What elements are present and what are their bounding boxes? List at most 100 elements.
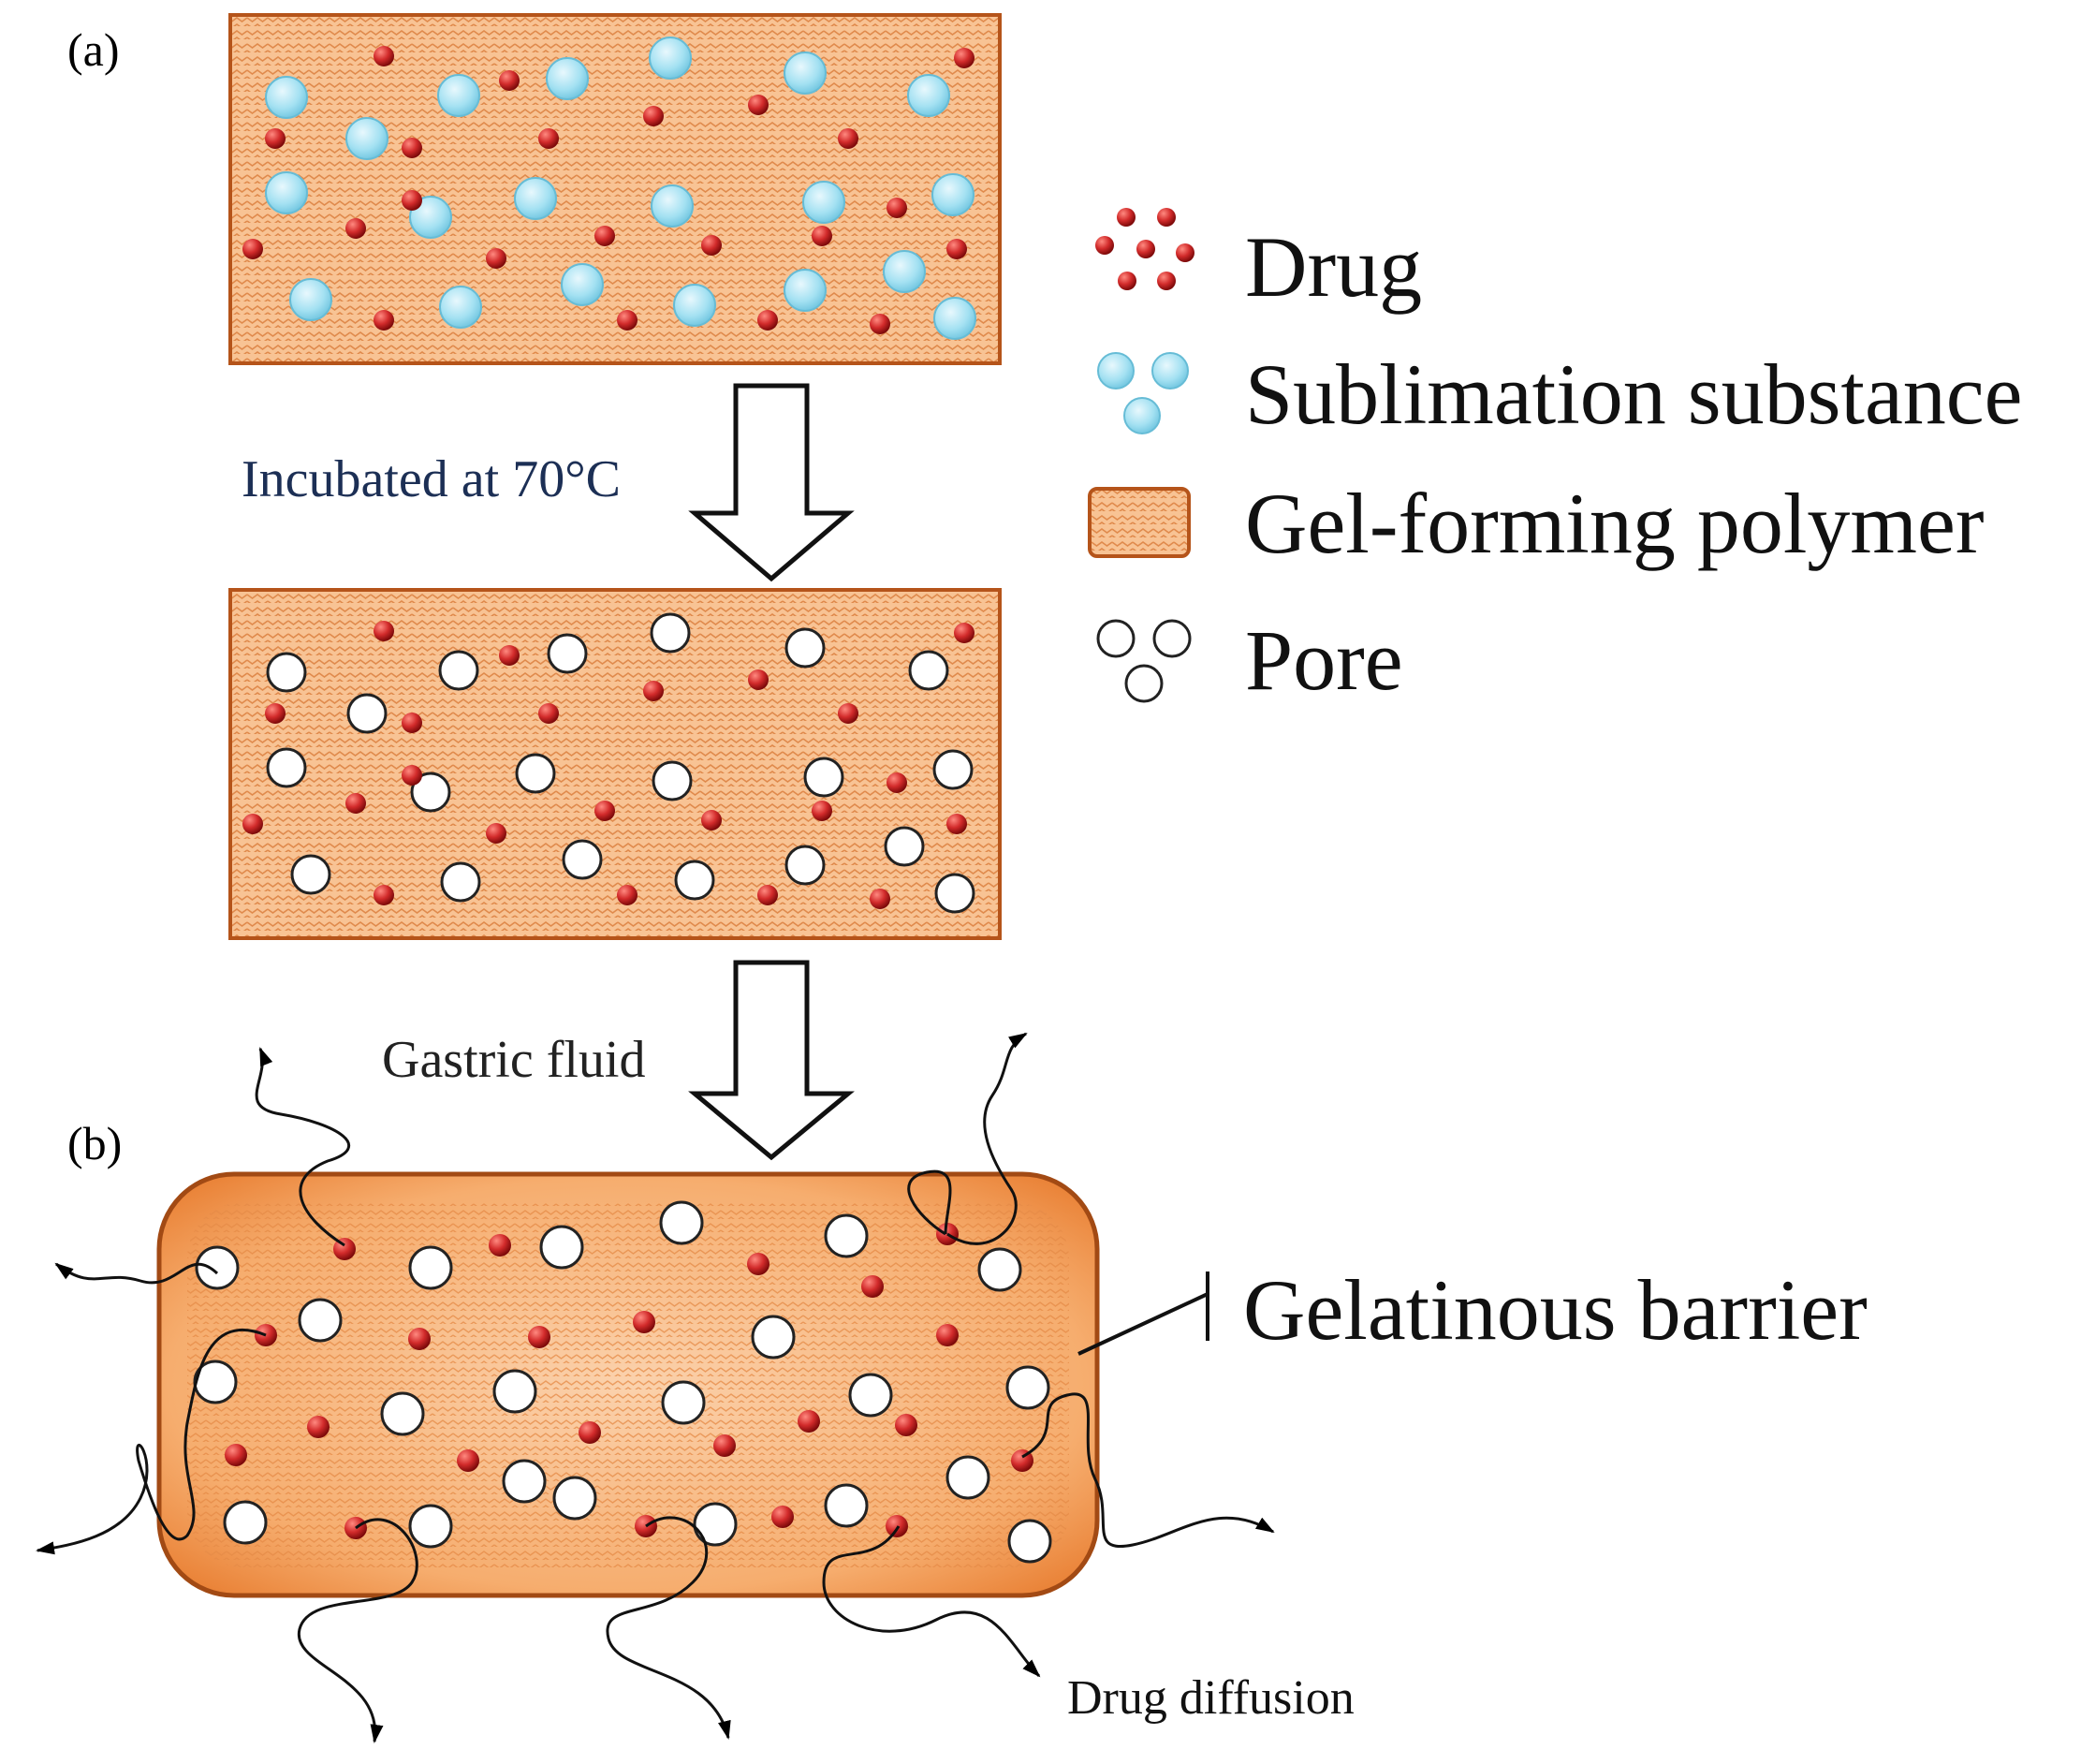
gelatinous-barrier-label: Gelatinous barrier <box>1243 1262 1868 1358</box>
drug-particle <box>457 1449 479 1472</box>
legend-drug-label: Drug <box>1245 219 1422 315</box>
pore <box>650 612 691 654</box>
drug-particle <box>579 1421 601 1444</box>
drug-particle <box>499 645 520 666</box>
drug-particle <box>594 226 615 246</box>
pore <box>908 650 949 691</box>
drug-particle <box>486 823 506 844</box>
drug-particle <box>242 814 263 834</box>
sublimation-particle <box>265 171 308 214</box>
drug-particle <box>870 314 890 334</box>
pore <box>408 1245 453 1290</box>
pore <box>784 627 826 669</box>
drug-particle <box>643 681 664 701</box>
drug-particle <box>594 801 615 821</box>
sublimation-particle <box>345 117 388 160</box>
pore <box>223 1500 268 1545</box>
legend-pore-label: Pore <box>1245 612 1403 708</box>
pore <box>945 1455 990 1500</box>
drug-particle <box>713 1434 736 1457</box>
legend-sublimation-label: Sublimation substance <box>1245 346 2022 442</box>
drug-particle <box>748 669 769 690</box>
sublimation-particle <box>546 57 589 100</box>
drug-particle <box>757 310 778 331</box>
diffusion-path <box>1021 1392 1275 1548</box>
drug-particle <box>701 810 722 831</box>
pore <box>659 1200 704 1245</box>
drug-particle <box>225 1444 247 1466</box>
drug-particle <box>402 138 422 158</box>
drug-particle <box>870 889 890 909</box>
pore <box>824 1213 869 1258</box>
diffusion-path <box>255 1047 351 1247</box>
diffusion-path <box>606 1516 731 1740</box>
drug-particle <box>307 1416 330 1438</box>
incubation-label: Incubated at 70°C <box>242 450 621 508</box>
legend-polymer-label: Gel-forming polymer <box>1245 476 1984 571</box>
pore <box>977 1247 1022 1292</box>
drug-particle <box>374 46 394 66</box>
porous-matrix <box>228 588 1002 940</box>
initial-matrix <box>228 13 1002 365</box>
legend-polymer-icon <box>1088 487 1191 558</box>
drug-particle <box>887 772 907 793</box>
pore <box>515 753 556 794</box>
drug-particle <box>528 1326 550 1348</box>
drug-particle <box>946 814 967 834</box>
drug-particle <box>747 1253 769 1275</box>
barrier-pointer <box>1077 1272 1209 1356</box>
pore <box>539 1225 584 1270</box>
panel-a-label: (a) <box>67 23 120 76</box>
drug-particle <box>499 70 520 91</box>
drug-particle <box>374 621 394 641</box>
diffusion-paths <box>36 1032 1275 1743</box>
legend-pore-icon <box>1096 619 1192 703</box>
diffusion-path <box>907 1169 952 1236</box>
drug-particle <box>771 1506 794 1528</box>
drug-particle <box>946 239 967 259</box>
sublimation-particle <box>933 297 976 340</box>
drug-particle <box>936 1324 959 1346</box>
sublimation-particle <box>514 177 557 220</box>
drug-particle <box>333 1238 356 1260</box>
legend-drug-icon <box>1095 208 1194 290</box>
pore <box>784 845 826 886</box>
sublimation-particle <box>649 37 692 80</box>
pore <box>492 1369 537 1414</box>
drug-particle <box>701 235 722 256</box>
pore <box>562 839 603 880</box>
pore <box>440 861 481 903</box>
pore <box>1005 1365 1050 1410</box>
drug-particle <box>887 198 907 218</box>
drug-particle <box>345 218 366 239</box>
incubation-arrow <box>688 383 855 582</box>
drug-particle <box>838 703 858 724</box>
drug-particle <box>408 1328 431 1350</box>
diffusion-path <box>54 1262 219 1285</box>
sublimation-particle <box>409 196 452 239</box>
panel-b-label: (b) <box>67 1117 122 1169</box>
sublimation-particle <box>784 269 827 312</box>
pore <box>751 1315 796 1360</box>
pore <box>693 1502 738 1547</box>
gastric-arrow <box>688 960 855 1161</box>
sublimation-particle <box>802 181 845 224</box>
pore <box>410 772 451 813</box>
pore <box>934 873 975 914</box>
sublimation-particle <box>673 284 716 327</box>
diffusion-path <box>822 1525 1041 1678</box>
initial-particles <box>242 37 976 340</box>
pore <box>848 1373 893 1418</box>
tablet-particles <box>193 1200 1052 1564</box>
sublimation-particle <box>651 184 694 228</box>
drug-particle <box>643 106 664 126</box>
pore <box>380 1391 425 1436</box>
drug-particle <box>812 801 832 821</box>
pore <box>674 860 715 901</box>
gastric-fluid-label: Gastric fluid <box>382 1031 645 1089</box>
pore <box>346 693 388 734</box>
sublimation-particle <box>561 263 604 306</box>
drug-diffusion-label: Drug diffusion <box>1067 1671 1355 1725</box>
drug-particle <box>838 128 858 149</box>
